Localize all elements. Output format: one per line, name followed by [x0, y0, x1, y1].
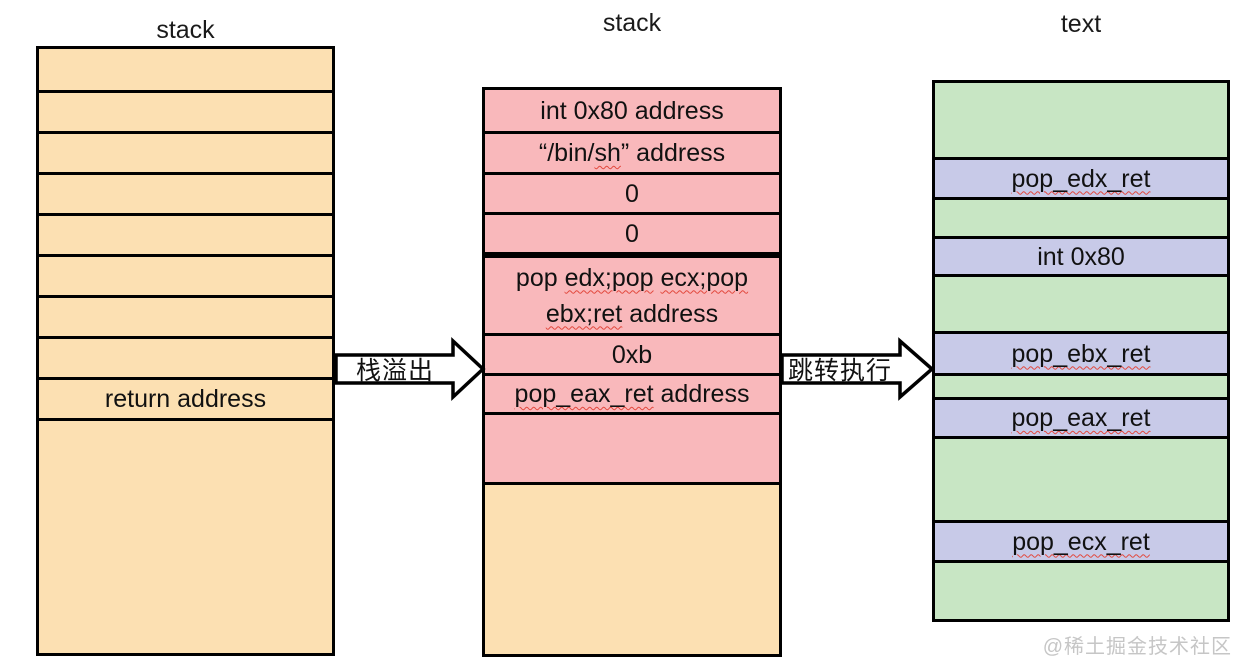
memory-row: [39, 418, 332, 653]
memory-row: 0xb: [485, 333, 779, 373]
row-label: 0: [625, 219, 639, 248]
spellcheck-squiggle-text: pop_eax_ret: [1011, 404, 1151, 432]
spellcheck-squiggle-text: pop_eax_ret: [514, 380, 654, 408]
memory-row: return address: [39, 377, 332, 418]
memory-row: [39, 90, 332, 131]
memory-row: [39, 172, 332, 213]
memory-row: [39, 49, 332, 90]
row-label: 0xb: [611, 340, 653, 369]
memory-row: int 0x80: [935, 236, 1227, 274]
memory-row: 0: [485, 212, 779, 252]
row-label: pop_ecx_ret: [1012, 524, 1150, 560]
memory-row: pop_ecx_ret: [935, 520, 1227, 560]
spellcheck-squiggle-text: pop_ecx_ret: [1012, 527, 1150, 556]
stack-before-column: return address: [36, 46, 335, 656]
text-segment-title: text: [1060, 10, 1102, 38]
row-label: ebx;ret address: [545, 299, 719, 328]
memory-row: [39, 295, 332, 336]
stack-overflow-arrow-label: 栈溢出: [355, 357, 434, 385]
row-label: return address: [104, 385, 267, 413]
spellcheck-squiggle-text: ecx;pop: [660, 263, 749, 292]
jump-execute-arrow-label: 跳转执行: [787, 357, 892, 385]
row-label: pop_eax_ret: [1011, 400, 1150, 436]
memory-row: [935, 274, 1227, 331]
memory-row: [935, 83, 1227, 157]
memory-row: [935, 197, 1227, 236]
memory-row: pop edx;pop ecx;pop ebx;ret address: [485, 252, 779, 333]
spellcheck-squiggle-text: edx;pop: [564, 263, 654, 292]
memory-row: [485, 482, 779, 654]
row-label: 0: [625, 179, 639, 208]
row-label: pop_edx_ret: [1011, 161, 1150, 197]
memory-row: [39, 131, 332, 172]
memory-row: pop_eax_ret address: [485, 373, 779, 412]
row-label: int 0x80 address: [540, 96, 724, 125]
memory-row: [935, 436, 1227, 520]
memory-row: [485, 412, 779, 482]
spellcheck-squiggle-text: pop_ebx_ret: [1011, 339, 1151, 368]
memory-row: int 0x80 address: [485, 90, 779, 131]
stack-after-column: int 0x80 address “/bin/sh” address 0 0 pop e…: [482, 87, 782, 657]
row-label: pop_eax_ret address: [514, 380, 750, 408]
watermark: @稀土掘金技术社区: [1042, 636, 1232, 658]
memory-row: [39, 213, 332, 254]
memory-row: pop_edx_ret: [935, 157, 1227, 197]
spellcheck-squiggle-text: pop_edx_ret: [1011, 164, 1151, 193]
row-label: pop edx;pop ecx;pop: [515, 263, 749, 292]
stack-after-title: stack: [602, 9, 662, 37]
memory-row: pop_eax_ret: [935, 397, 1227, 436]
row-label: int 0x80: [1037, 242, 1125, 271]
spellcheck-squiggle-text: sh: [594, 139, 621, 167]
memory-row: “/bin/sh” address: [485, 131, 779, 172]
memory-row: [935, 560, 1227, 619]
memory-row: [39, 254, 332, 295]
spellcheck-squiggle-text: ebx;ret: [545, 299, 623, 328]
row-label: “/bin/sh” address: [538, 139, 726, 167]
memory-row: [935, 373, 1227, 397]
memory-row: pop_ebx_ret: [935, 331, 1227, 373]
row-label: pop_ebx_ret: [1011, 336, 1150, 372]
memory-row: [39, 336, 332, 377]
stack-before-title: stack: [156, 16, 215, 44]
memory-row: 0: [485, 172, 779, 212]
